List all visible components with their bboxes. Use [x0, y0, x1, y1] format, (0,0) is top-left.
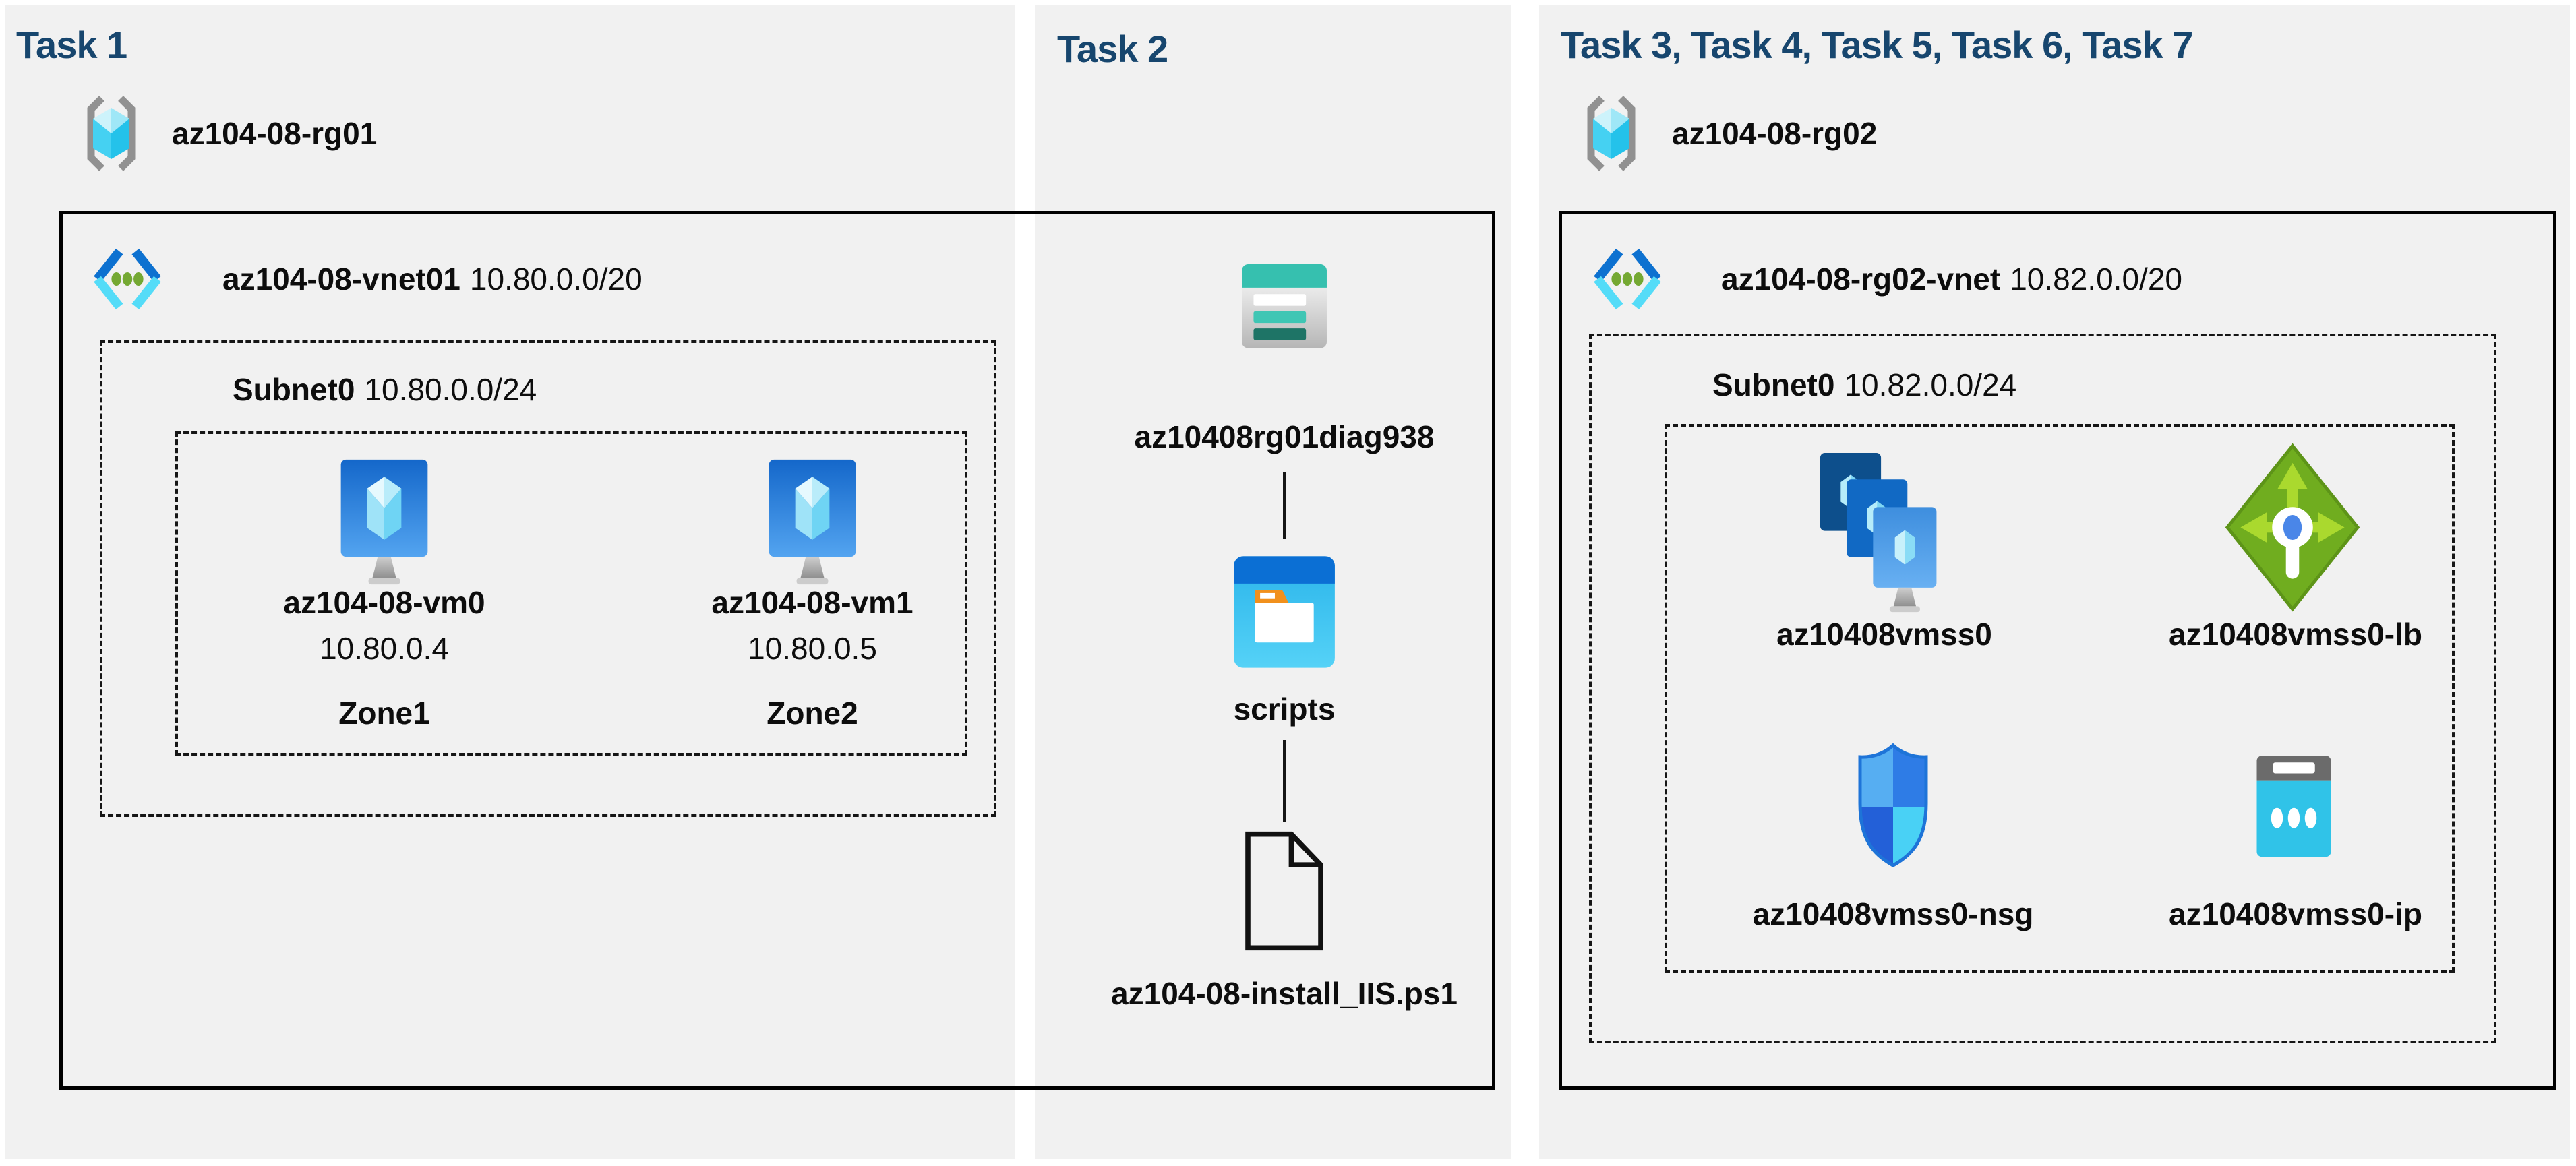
nsg-label: az10408vmss0-nsg — [1752, 896, 2034, 931]
folder-label: scripts — [1233, 692, 1336, 727]
public-ip-label: az10408vmss0-ip — [2169, 896, 2422, 931]
load-balancer-icon — [2225, 443, 2360, 612]
resource-group-icon — [87, 96, 136, 171]
task3-panel — [1539, 5, 2570, 1159]
virtual-network-icon — [94, 248, 161, 310]
vnet01-box — [59, 211, 1495, 1090]
vnet-label: az104-08-rg02-vnet 10.82.0.0/20 — [1721, 262, 2182, 297]
task1-panel — [5, 5, 1015, 1159]
network-security-group-icon — [1858, 743, 1928, 867]
vm1-ip: 10.80.0.5 — [748, 631, 877, 666]
virtual-network-icon — [1594, 248, 1661, 310]
subnet-label: Subnet0 10.82.0.0/24 — [1712, 367, 2016, 403]
vnet-cidr: 10.80.0.0/20 — [469, 262, 642, 297]
vm1-name: az104-08-vm1 — [711, 585, 913, 620]
task3-title: Task 3, Task 4, Task 5, Task 6, Task 7 — [1561, 24, 2193, 66]
virtual-machine-icon — [340, 459, 428, 585]
virtual-machine-icon — [769, 459, 856, 585]
subnet-name: Subnet0 — [233, 372, 355, 407]
rg02-vnet-box — [1559, 211, 2556, 1090]
subnet-label: Subnet0 10.80.0.0/24 — [233, 372, 537, 408]
load-balancer-label: az10408vmss0-lb — [2169, 617, 2422, 652]
vm0-name: az104-08-vm0 — [283, 585, 485, 620]
subnet-cidr: 10.82.0.0/24 — [1844, 367, 2017, 402]
task1-title: Task 1 — [16, 24, 127, 66]
connector-line — [1283, 472, 1286, 539]
storage-account-icon — [1242, 264, 1327, 348]
vm-scale-set-icon — [1820, 453, 1937, 613]
resource-group-label: az104-08-rg02 — [1672, 116, 1878, 151]
folder-icon — [1234, 556, 1335, 668]
vm-zone-box — [175, 431, 967, 756]
vm0-ip: 10.80.0.4 — [320, 631, 449, 666]
subnet0-box — [1589, 334, 2496, 1043]
vnet-name: az104-08-vnet01 — [222, 262, 460, 297]
script-file-icon — [1245, 831, 1323, 951]
storage-account-label: az10408rg01diag938 — [1134, 419, 1435, 454]
resource-group-icon — [1587, 96, 1636, 171]
connector-line — [1283, 740, 1286, 822]
vm1-zone: Zone2 — [767, 696, 858, 731]
file-label: az104-08-install_IIS.ps1 — [1111, 976, 1458, 1011]
subnet-name: Subnet0 — [1712, 367, 1835, 402]
vnet-name: az104-08-rg02-vnet — [1721, 262, 2001, 297]
subnet-cidr: 10.80.0.0/24 — [364, 372, 537, 407]
public-ip-icon — [2256, 756, 2331, 857]
task2-title: Task 2 — [1057, 28, 1168, 70]
vnet-label: az104-08-vnet01 10.80.0.0/20 — [222, 262, 642, 297]
vnet-cidr: 10.82.0.0/20 — [2010, 262, 2182, 297]
vmss-label: az10408vmss0 — [1776, 617, 1992, 652]
subnet0-box — [100, 340, 996, 817]
resource-group-label: az104-08-rg01 — [172, 116, 378, 151]
vm0-zone: Zone1 — [338, 696, 430, 731]
vmss-resources-box — [1665, 424, 2455, 973]
